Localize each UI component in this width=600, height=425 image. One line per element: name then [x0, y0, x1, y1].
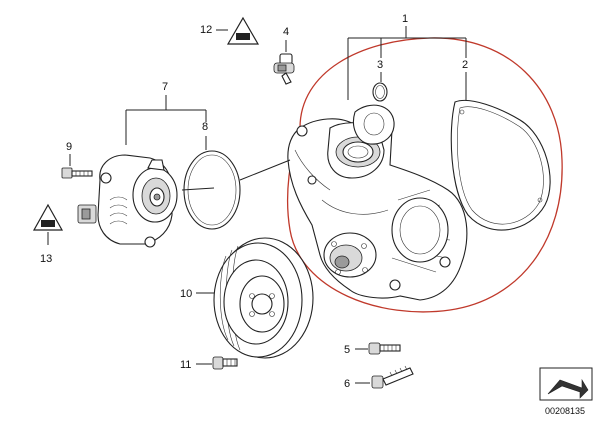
callout-7[interactable]: 7: [125, 81, 206, 145]
o-ring-small[interactable]: [372, 82, 388, 102]
callout-7-label: 7: [162, 81, 168, 93]
callout-3-label: 3: [377, 59, 383, 71]
highlight-oval: [286, 37, 563, 313]
callout-6[interactable]: 6: [344, 378, 370, 390]
pulley[interactable]: [213, 237, 314, 359]
callout-4[interactable]: 4: [283, 26, 289, 52]
callout-11-label: 11: [180, 359, 191, 371]
callout-2[interactable]: 2: [462, 38, 468, 100]
reference-number: 00208135: [545, 406, 585, 416]
callout-6-label: 6: [344, 378, 350, 390]
callout-13[interactable]: 13: [40, 232, 52, 265]
callout-12[interactable]: 12: [200, 24, 228, 36]
callout-8-label: 8: [202, 121, 208, 133]
thermostat-o-ring[interactable]: [183, 150, 241, 230]
callout-10-label: 10: [180, 288, 192, 300]
callout-9-label: 9: [66, 141, 72, 153]
callout-1-label: 1: [402, 13, 408, 25]
thermostat-housing[interactable]: [77, 154, 178, 248]
pump-gasket[interactable]: [450, 99, 551, 231]
callout-12-label: 12: [200, 24, 212, 36]
assembly-line: [181, 159, 291, 191]
bolt-6[interactable]: [371, 365, 414, 389]
arrow-icon: [547, 378, 589, 399]
callout-11[interactable]: 11: [180, 359, 212, 371]
callout-1[interactable]: 1: [347, 13, 466, 100]
callout-5[interactable]: 5: [344, 344, 368, 356]
bolt-11[interactable]: [212, 356, 238, 370]
callout-5-label: 5: [344, 344, 350, 356]
callout-13-label: 13: [40, 253, 52, 265]
callout-2-label: 2: [462, 59, 468, 71]
callout-9[interactable]: 9: [66, 141, 72, 166]
callout-10[interactable]: 10: [180, 288, 214, 300]
callout-4-label: 4: [283, 26, 289, 38]
water-pump[interactable]: [287, 104, 468, 301]
warning-triangle-13-icon: [32, 203, 64, 231]
callout-8[interactable]: 8: [202, 110, 208, 150]
reference-box: 00208135: [539, 367, 593, 416]
callout-3[interactable]: 3: [377, 38, 383, 82]
bolt-5[interactable]: [368, 342, 401, 355]
temperature-sensor[interactable]: [273, 53, 295, 85]
warning-triangle-icon: [226, 16, 260, 45]
bolt-9[interactable]: [61, 167, 93, 179]
